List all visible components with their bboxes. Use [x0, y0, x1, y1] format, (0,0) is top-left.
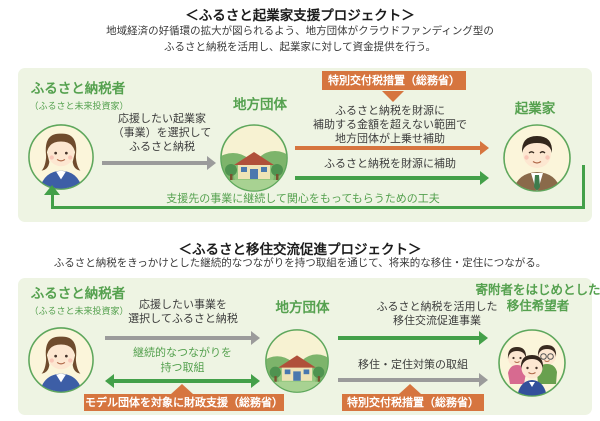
down-arrow-icon — [382, 91, 404, 102]
entrepreneur-label: 起業家 — [514, 101, 556, 117]
project2-subtitle-line1: ふるさと納税をきっかけとした継続的なつながりを持つ取組を通じて、将来的な移住・定… — [53, 257, 547, 269]
ongoing-connection-text: 継続的なつながりを 持つ取組 — [133, 346, 232, 374]
donate-flow-text-2: 応援したい事業を 選択してふるさと納税 — [128, 298, 238, 325]
topup-subsidy-arrow — [295, 141, 489, 155]
municipality-label: 地方団体 — [233, 97, 287, 113]
special-tax-grant-badge-2: 特別交付税措置（総務省） — [342, 394, 484, 411]
donate-arrow — [102, 156, 216, 170]
special-tax-grant-badge: 特別交付税措置（総務省） — [322, 71, 466, 90]
settlement-text: 移住・定住対策の取組 — [358, 358, 468, 371]
project2-panel: ふるさと納税者 （ふるさと未来投資家） — [18, 278, 600, 415]
municipality-label-2: 地方団体 — [275, 300, 330, 316]
project1-subtitle-line1: 地域経済の好循環の拡大が図られるよう、地方団体がクラウドファンディング型の — [106, 25, 494, 37]
feedback-connector-bottom — [51, 206, 585, 209]
woman-icon — [28, 327, 94, 393]
project1-subtitle-line2: ふるさと納税を活用し、起業家に対して資金提供を行う。 — [163, 41, 437, 53]
project2-title: ＜ふるさと移住交流促進プロジェクト＞ — [178, 242, 422, 258]
feedback-connector-right — [582, 165, 585, 209]
migrant-family-avatar — [497, 328, 567, 398]
subsidy-text: ふるさと納税を財源に補助 — [324, 157, 456, 170]
businessman-icon — [503, 124, 571, 192]
village-icon — [220, 124, 288, 192]
taxpayer-sublabel-2: （ふるさと未来投資家） — [29, 307, 129, 317]
topup-subsidy-text: ふるさと納税を財源に 補助する金額を超えない範囲で 地方団体が上乗せ補助 — [313, 104, 467, 145]
municipality-avatar-2 — [264, 328, 330, 394]
entrepreneur-avatar — [502, 123, 572, 193]
feedback-connector-left — [51, 194, 54, 208]
donate-flow-text: 応援したい起業家 （事業）を選択して ふるさと納税 — [112, 112, 212, 153]
village-icon — [265, 329, 329, 393]
taxpayer-avatar-2 — [27, 326, 95, 394]
family-icon — [498, 329, 566, 397]
feedback-text: 支援先の事業に継続して関心をもってもらうための工夫 — [166, 192, 440, 205]
taxpayer-avatar — [27, 123, 95, 191]
subsidy-arrow — [295, 171, 489, 185]
taxpayer-label-2: ふるさと納税者 — [30, 286, 126, 302]
migrant-label: 寄附者をはじめとした 移住希望者 — [475, 282, 600, 313]
ongoing-connection-arrow — [105, 374, 260, 388]
municipality-avatar — [219, 123, 289, 193]
migration-promotion-text: ふるさと納税を活用した 移住交流促進事業 — [376, 300, 498, 327]
project1-title: ＜ふるさと起業家支援プロジェクト＞ — [185, 8, 415, 24]
donate-arrow-2 — [105, 331, 260, 345]
taxpayer-label: ふるさと納税者 — [30, 81, 126, 97]
model-support-badge: モデル団体を対象に財政支援（総務省） — [84, 394, 284, 411]
woman-icon — [28, 124, 94, 190]
taxpayer-sublabel: （ふるさと未来投資家） — [29, 102, 129, 112]
project1-panel: ふるさと納税者 （ふるさと未来投資家） — [18, 68, 592, 222]
migration-promotion-arrow — [338, 331, 488, 345]
up-arrow-icon — [44, 185, 60, 195]
settlement-arrow — [338, 373, 488, 387]
up-arrow-icon — [171, 384, 193, 394]
up-arrow-icon — [399, 384, 421, 394]
